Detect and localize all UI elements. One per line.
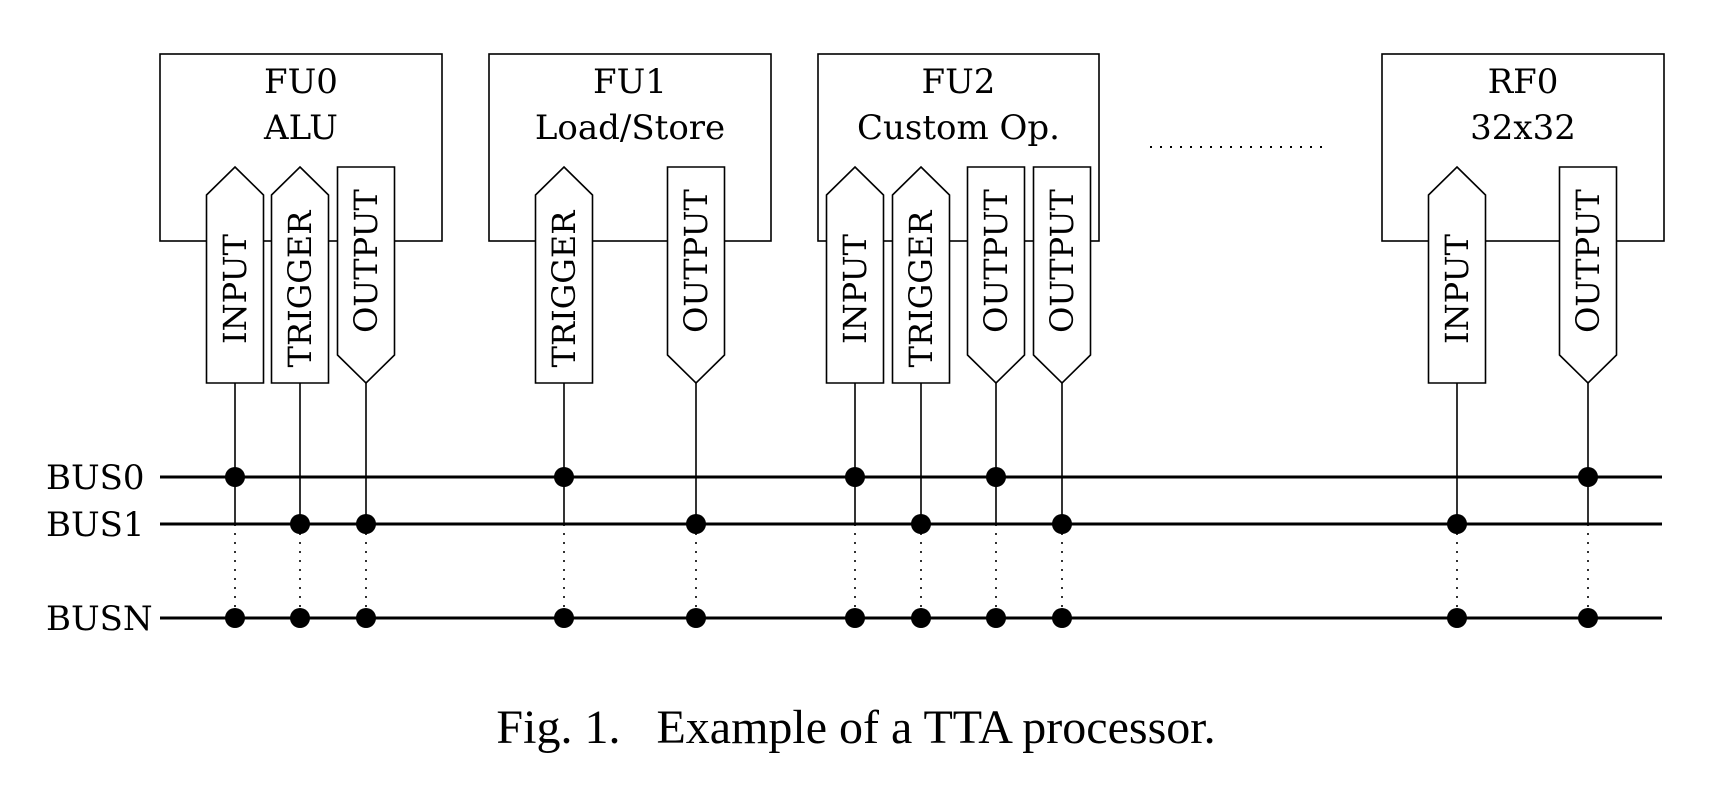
bus-connection-dot <box>686 514 706 534</box>
port-label: OUTPUT <box>1569 188 1607 332</box>
unit-subtitle-fu0: ALU <box>263 108 338 148</box>
port-fu0-trigger-1: TRIGGER <box>270 165 330 384</box>
bus-label-busn: BUSN <box>46 599 153 639</box>
port-fu2-input-0: INPUT <box>825 165 885 384</box>
figure-caption: Fig. 1. Example of a TTA processor. <box>496 701 1216 754</box>
bus-connection-dot <box>1447 514 1467 534</box>
port-shape <box>534 165 594 384</box>
port-fu1-output-1: OUTPUT <box>666 166 726 385</box>
port-shape <box>891 165 951 384</box>
bus-connection-dot <box>290 514 310 534</box>
bus-connection-dot <box>290 608 310 628</box>
bus-connection-dot <box>1447 608 1467 628</box>
unit-name-fu2: FU2 <box>922 62 996 102</box>
bus-connection-dot <box>1052 608 1072 628</box>
bus-connection-dot <box>845 608 865 628</box>
unit-name-fu0: FU0 <box>264 62 338 102</box>
bus-connection-dot <box>554 467 574 487</box>
bus-connection-dot <box>356 514 376 534</box>
bus-connection-dot <box>1578 608 1598 628</box>
bus-connection-dot <box>986 467 1006 487</box>
port-label: OUTPUT <box>1043 188 1081 332</box>
bus-connections <box>234 383 1589 618</box>
unit-name-rf0: RF0 <box>1488 62 1559 102</box>
port-label: TRIGGER <box>545 210 583 368</box>
port-label: TRIGGER <box>281 210 319 368</box>
bus-connection-dot <box>911 608 931 628</box>
port-fu1-trigger-0: TRIGGER <box>534 165 594 384</box>
port-shape <box>205 165 265 384</box>
connection-dots <box>225 467 1598 628</box>
bus-connection-dot <box>1578 467 1598 487</box>
port-label: INPUT <box>836 233 874 344</box>
bus-connection-dot <box>911 514 931 534</box>
port-fu2-output-2: OUTPUT <box>966 166 1026 385</box>
port-fu0-input-0: INPUT <box>205 165 265 384</box>
unit-rf0: RF0 32x32 <box>1381 53 1665 242</box>
bus-connection-dot <box>686 608 706 628</box>
bus-connection-dot <box>356 608 376 628</box>
bus-connection-dot <box>225 467 245 487</box>
port-label: INPUT <box>1438 233 1476 344</box>
port-label: OUTPUT <box>977 188 1015 332</box>
port-shape <box>336 166 396 385</box>
port-shape <box>666 166 726 385</box>
bus-label-bus0: BUS0 <box>46 458 145 498</box>
port-label: INPUT <box>216 233 254 344</box>
port-rf0-output-1: OUTPUT <box>1558 166 1618 385</box>
port-label: OUTPUT <box>347 188 385 332</box>
bus-connection-dot <box>986 608 1006 628</box>
bus-connection-dot <box>1052 514 1072 534</box>
port-label: OUTPUT <box>677 188 715 332</box>
port-fu0-output-2: OUTPUT <box>336 166 396 385</box>
unit-subtitle-fu1: Load/Store <box>535 108 725 148</box>
port-fu2-output-3: OUTPUT <box>1032 166 1092 385</box>
port-shape <box>966 166 1026 385</box>
port-shape <box>1558 166 1618 385</box>
port-shape <box>1427 165 1487 384</box>
bus-connection-dot <box>225 608 245 628</box>
bus-connection-dot <box>554 608 574 628</box>
port-rf0-input-0: INPUT <box>1427 165 1487 384</box>
port-shape <box>270 165 330 384</box>
port-fu2-trigger-1: TRIGGER <box>891 165 951 384</box>
port-shape <box>1032 166 1092 385</box>
unit-subtitle-rf0: 32x32 <box>1470 108 1576 148</box>
port-label: TRIGGER <box>902 210 940 368</box>
unit-subtitle-fu2: Custom Op. <box>857 108 1060 148</box>
port-shape <box>825 165 885 384</box>
unit-name-fu1: FU1 <box>593 62 667 102</box>
bus-label-bus1: BUS1 <box>46 505 145 545</box>
bus-connection-dot <box>845 467 865 487</box>
